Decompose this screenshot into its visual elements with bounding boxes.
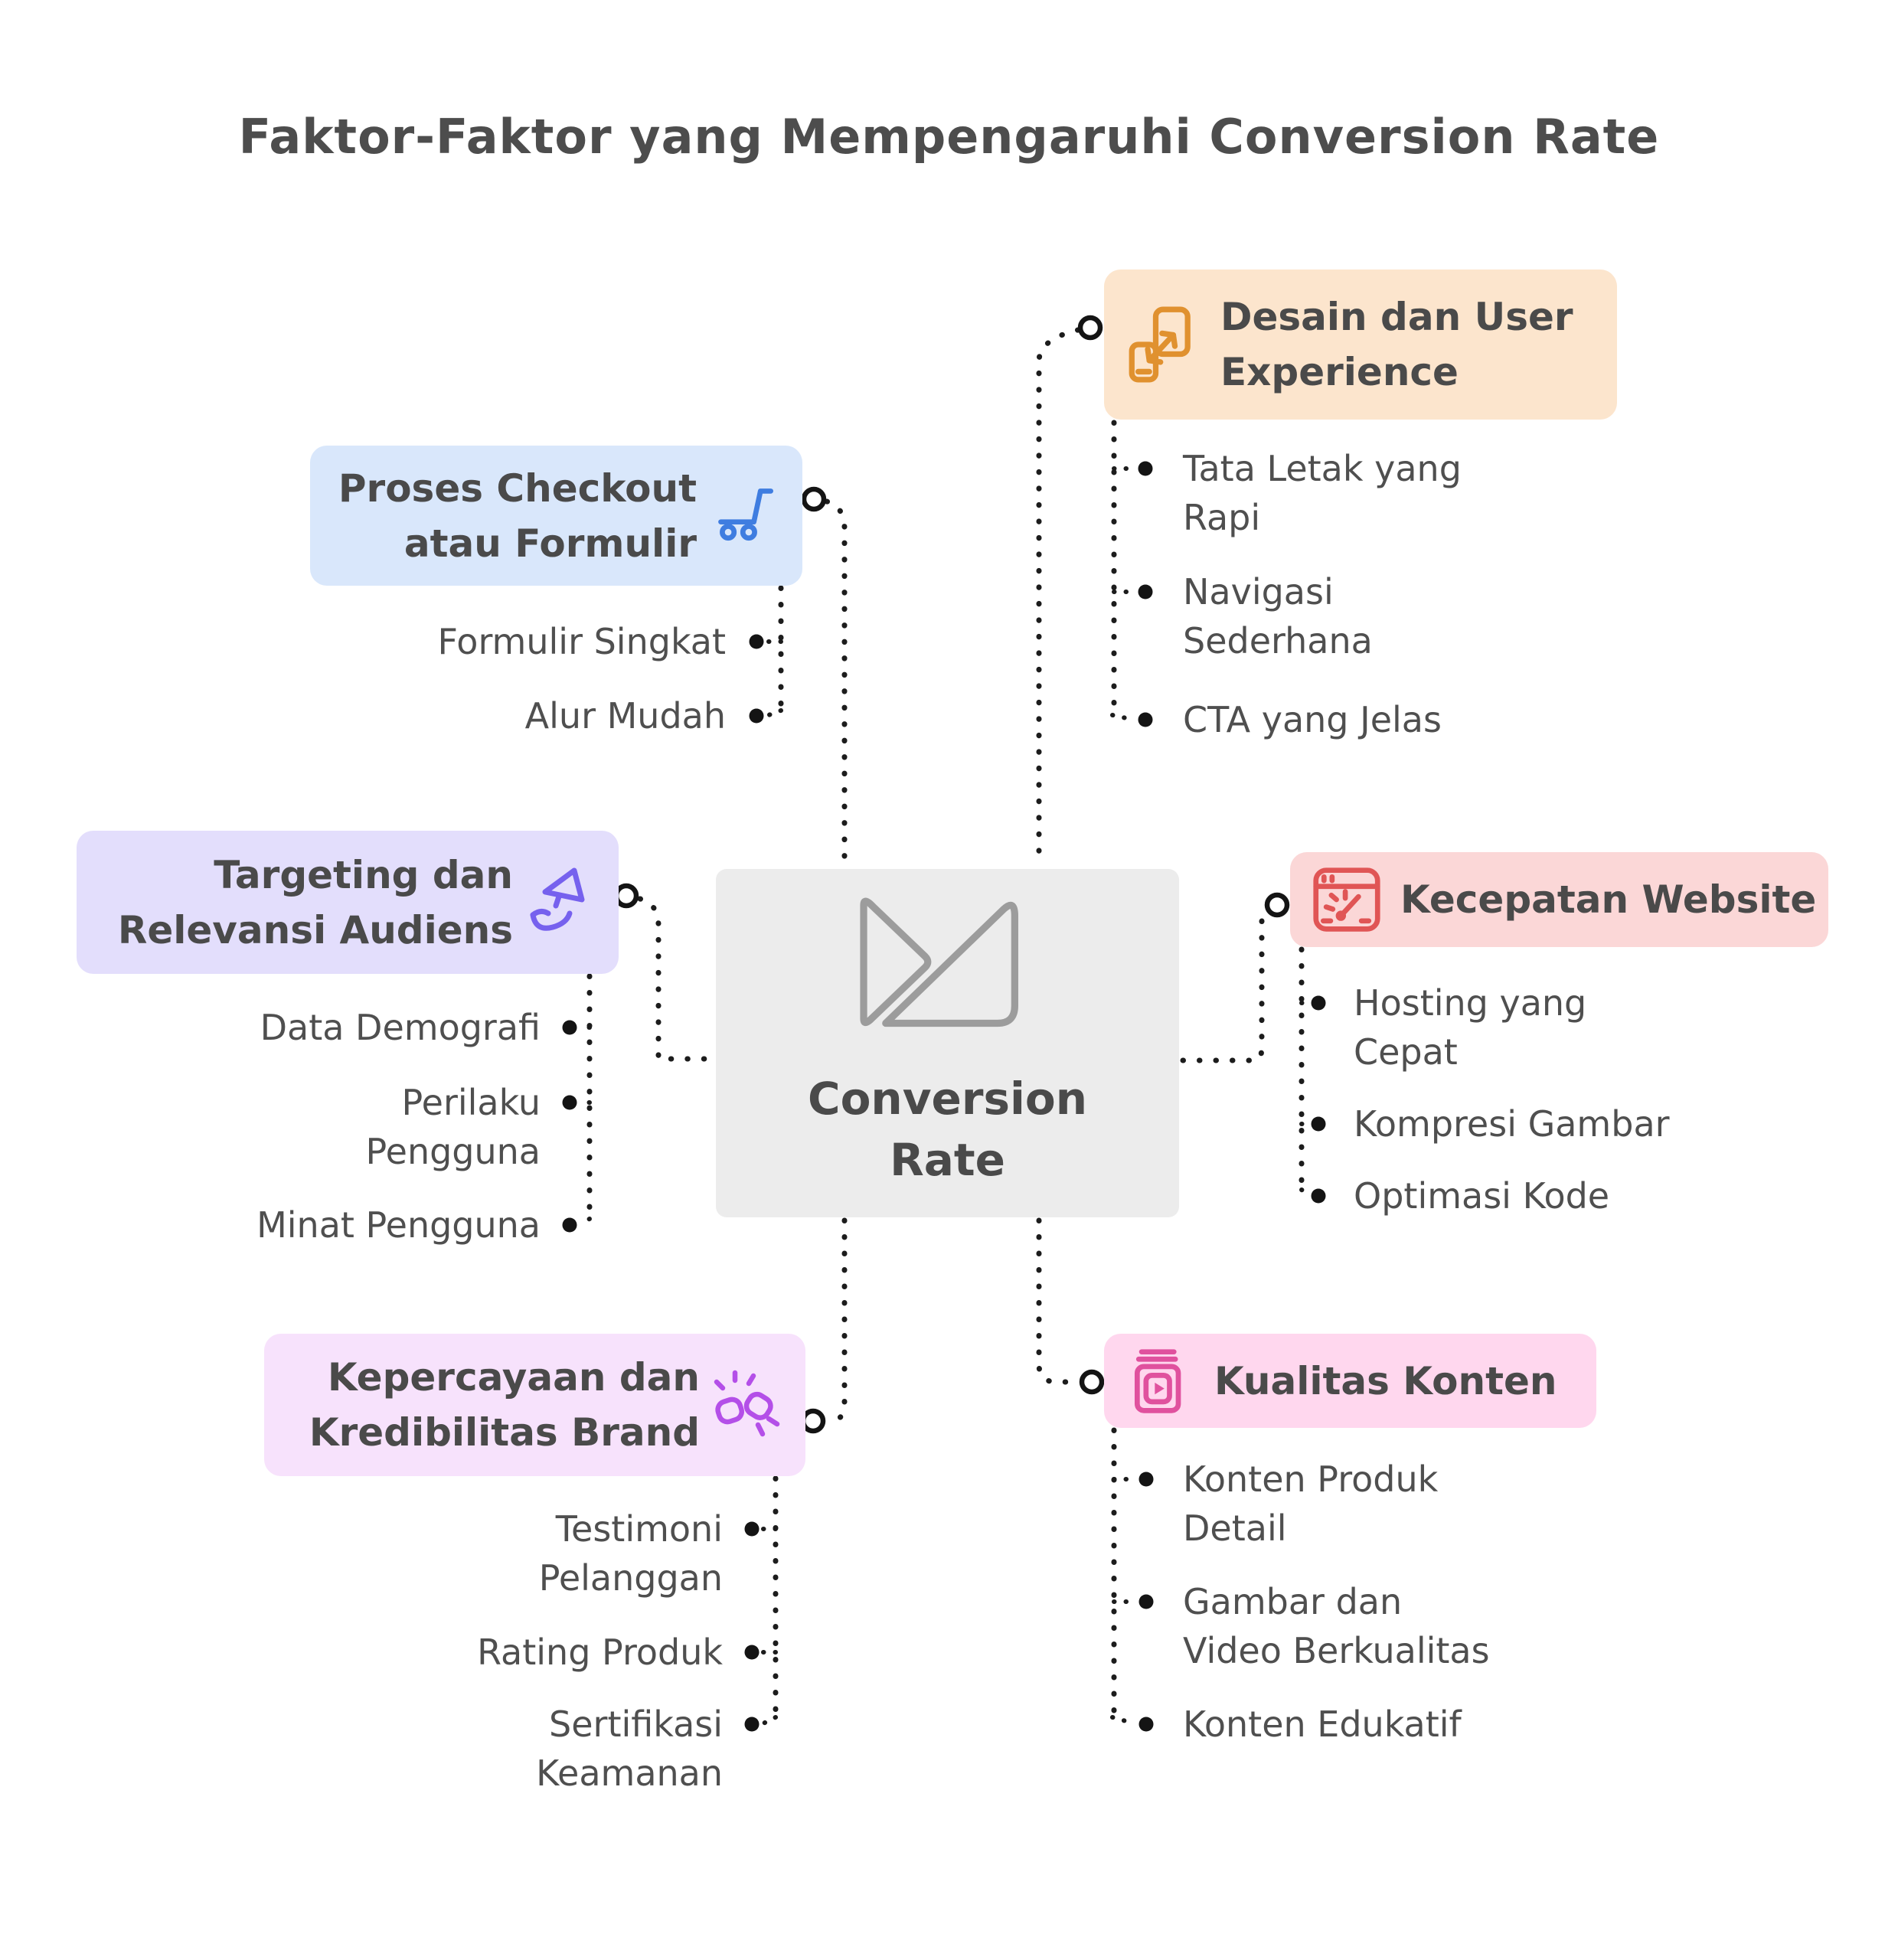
item-bullet — [1138, 461, 1153, 476]
list-elbow — [577, 1217, 592, 1227]
branch-box-kepercayaan-brand: Kepercayaan dan Kredibilitas Brand — [264, 1334, 805, 1476]
item-bullet — [749, 634, 764, 649]
branch-label: Kepercayaan dan Kredibilitas Brand — [309, 1355, 700, 1455]
branch-label: Kualitas Konten — [1214, 1358, 1557, 1403]
branch-item-text: Konten Edukatif — [1183, 1704, 1462, 1745]
branch-item-text: Konten Produk Detail — [1183, 1459, 1439, 1549]
item-bullet — [1138, 1594, 1154, 1609]
responsive-devices-icon — [1127, 306, 1204, 383]
item-bullet — [744, 1521, 760, 1537]
branch-ring-connector — [613, 883, 639, 909]
branch-label: Targeting dan Relevansi Audiens — [117, 852, 513, 952]
item-bullet — [1311, 1188, 1326, 1204]
list-elbow — [1110, 713, 1135, 722]
branch-box-kualitas-konten: Kualitas Konten — [1104, 1334, 1596, 1428]
list-elbow — [1110, 1715, 1136, 1726]
branch-item-text: Data Demografi — [260, 1007, 541, 1048]
dotted-connector — [1036, 1217, 1083, 1385]
video-book-icon — [1125, 1346, 1196, 1416]
diagram-title: Faktor-Faktor yang Mempengaruhi Conversi… — [238, 109, 1660, 165]
branch-item-text: Testimoni Pelanggan — [538, 1508, 723, 1599]
item-bullet — [562, 1217, 577, 1233]
item-bullet — [1138, 584, 1153, 599]
branch-label: Proses Checkout atau Formulir — [338, 466, 697, 566]
branch-item-text: Navigasi Sederhana — [1183, 571, 1373, 662]
item-bullet — [744, 1717, 760, 1732]
dotted-connector — [1036, 327, 1081, 868]
branch-item-text: Optimasi Kode — [1354, 1175, 1610, 1217]
branch-item-text: Gambar dan Video Berkualitas — [1183, 1581, 1490, 1671]
dotted-connector — [828, 1217, 848, 1424]
list-elbow — [1299, 1187, 1312, 1197]
branch-item-text: Formulir Singkat — [437, 621, 726, 662]
branch-item-text: Minat Pengguna — [256, 1204, 541, 1246]
branch-label: Kecepatan Website — [1400, 877, 1817, 922]
item-bullet — [1311, 1116, 1326, 1132]
item-bullet — [562, 1095, 577, 1110]
branch-item-text: Kompresi Gambar — [1354, 1103, 1670, 1145]
item-bullet — [1138, 712, 1153, 727]
branch-item-text: Sertifikasi Keamanan — [536, 1704, 723, 1794]
branch-ring-connector — [800, 1408, 826, 1434]
list-elbow — [766, 708, 783, 717]
branch-item-text: Perilaku Pengguna — [365, 1082, 541, 1172]
branch-item-text: Tata Letak yang Rapi — [1183, 448, 1462, 538]
branch-item-text: CTA yang Jelas — [1183, 699, 1442, 740]
item-bullet — [749, 708, 764, 724]
branch-ring-connector — [1077, 315, 1103, 341]
central-node: Conversion Rate — [716, 869, 1179, 1217]
branch-item-text: Alur Mudah — [524, 695, 726, 737]
item-bullet — [1311, 995, 1326, 1011]
branch-box-targeting-audiens: Targeting dan Relevansi Audiens — [77, 831, 619, 974]
shopping-cart-icon — [712, 481, 782, 551]
branch-label: Desain dan User Experience — [1220, 295, 1573, 394]
branch-item-text: Rating Produk — [477, 1632, 723, 1673]
item-bullet — [562, 1020, 577, 1035]
branch-box-desain-user-experience: Desain dan User Experience — [1104, 270, 1617, 420]
dotted-connector — [1180, 903, 1274, 1063]
fist-bump-icon — [714, 1368, 787, 1442]
branch-box-proses-checkout: Proses Checkout atau Formulir — [310, 446, 802, 586]
dotted-connector — [637, 896, 715, 1062]
branch-ring-connector — [801, 486, 827, 512]
branch-ring-connector — [1079, 1369, 1105, 1395]
branch-box-kecepatan-website: Kecepatan Website — [1290, 852, 1828, 947]
branch-ring-connector — [1264, 892, 1290, 918]
megaphone-hand-icon — [527, 866, 600, 939]
item-bullet — [1138, 1717, 1154, 1732]
list-elbow — [761, 1715, 778, 1726]
item-bullet — [744, 1645, 760, 1660]
dotted-connector — [824, 498, 848, 868]
branch-item-text: Hosting yang Cepat — [1354, 982, 1587, 1073]
item-bullet — [1138, 1472, 1154, 1487]
speedometer-browser-icon — [1312, 864, 1382, 935]
conversion-triangles-logo-icon — [859, 897, 1018, 1027]
central-node-label: Conversion Rate — [808, 1073, 1087, 1186]
